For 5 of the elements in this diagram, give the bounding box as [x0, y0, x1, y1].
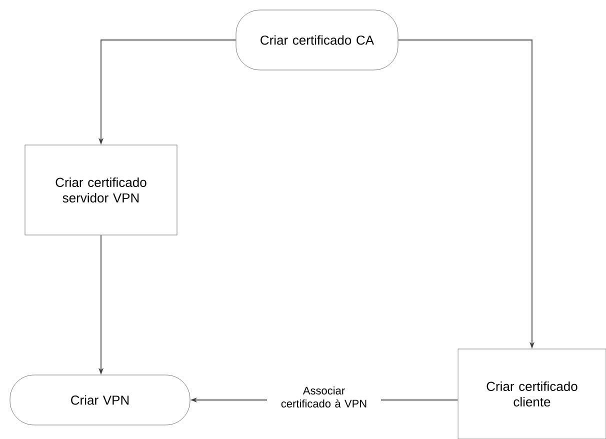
process-box: Criar certificado cliente: [458, 348, 606, 439]
process-box: Criar certificado servidor VPN: [24, 144, 178, 236]
terminal-box: Criar certificado CA: [236, 10, 398, 70]
edge-label: Associar certificado à VPN: [267, 385, 381, 409]
terminal-box: Criar VPN: [10, 374, 190, 426]
